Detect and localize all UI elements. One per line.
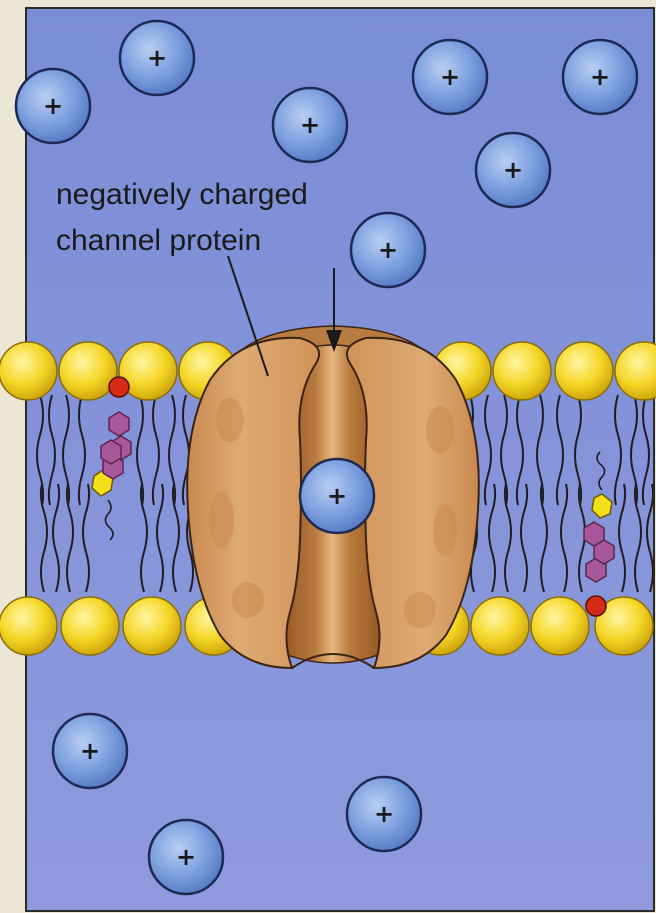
- ion-charge-sign: +: [503, 156, 523, 184]
- phospholipid-icon: [0, 597, 57, 655]
- ion-charge-sign: +: [374, 800, 394, 828]
- cation-icon: +: [300, 459, 374, 533]
- cation-icon: +: [413, 40, 487, 114]
- ion-charge-sign: +: [147, 44, 167, 72]
- ion-charge-sign: +: [440, 63, 460, 91]
- ion-charge-sign: +: [300, 111, 320, 139]
- cation-icon: +: [149, 820, 223, 894]
- ion-charge-sign: +: [43, 92, 63, 120]
- cation-icon: +: [563, 40, 637, 114]
- cation-icon: +: [16, 69, 90, 143]
- phospholipid-icon: [531, 597, 589, 655]
- cation-icon: +: [120, 21, 194, 95]
- ion-charge-sign: +: [80, 737, 100, 765]
- ion-charge-sign: +: [378, 236, 398, 264]
- ion-charge-sign: +: [327, 482, 347, 510]
- phospholipid-icon: [61, 597, 119, 655]
- cation-icon: +: [476, 133, 550, 207]
- ion-charge-sign: +: [176, 843, 196, 871]
- phospholipid-icon: [59, 342, 117, 400]
- phospholipid-icon: [0, 342, 57, 400]
- phospholipid-icon: [493, 342, 551, 400]
- cation-icon: +: [347, 777, 421, 851]
- phospholipid-icon: [123, 597, 181, 655]
- cation-icon: +: [351, 213, 425, 287]
- phospholipid-icon: [555, 342, 613, 400]
- cation-icon: +: [273, 88, 347, 162]
- phospholipid-icon: [471, 597, 529, 655]
- cation-icon: +: [53, 714, 127, 788]
- ion-charge-sign: +: [590, 63, 610, 91]
- label-line-2: channel protein: [56, 224, 261, 257]
- label-line-1: negatively charged: [56, 178, 308, 211]
